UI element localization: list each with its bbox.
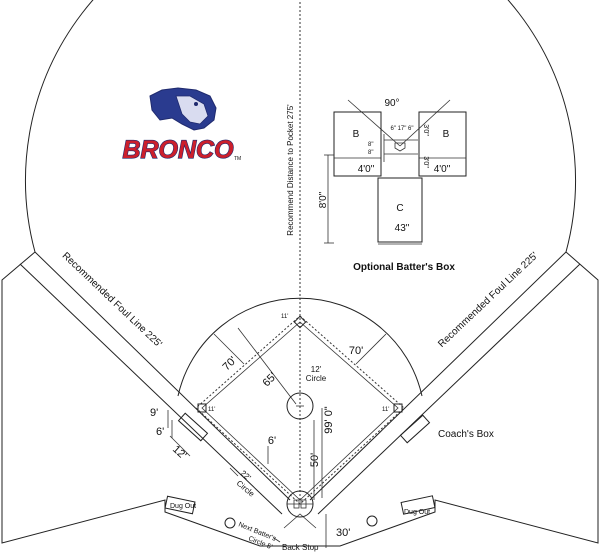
logo-trademark: TM xyxy=(234,156,241,162)
dim-6in-b: 6" xyxy=(408,126,413,132)
logo-wordmark: BRONCO xyxy=(122,136,234,164)
batters-box-b-right xyxy=(418,111,467,177)
dist-65: 65' xyxy=(261,371,280,390)
box-b-left-label: B xyxy=(353,129,360,140)
base-top-label: 11' xyxy=(281,314,288,320)
next-batter-circle-left xyxy=(224,517,236,529)
batters-box-inset: 90° B B C 6" 17" 6" 8" 8" 3'0" 3'0" 4'0"… xyxy=(318,98,467,273)
third-base xyxy=(197,403,207,413)
dim-8in-a: 8" xyxy=(368,142,373,148)
dist-6-side: 6' xyxy=(156,426,164,438)
home-plate-small xyxy=(394,142,406,152)
dim-4ft-right: 4'0" xyxy=(434,164,451,175)
dim-43in: 43" xyxy=(395,223,410,234)
dugout-left xyxy=(164,495,196,515)
pitchers-circle xyxy=(286,392,314,420)
center-line-label: Recommend Distance to Pocket 275' xyxy=(286,104,295,236)
catchers-box-c xyxy=(377,177,423,243)
right-coach-box xyxy=(399,414,431,444)
dist-70-left: 70' xyxy=(221,355,240,374)
dist-12-side: 12' xyxy=(170,443,189,462)
base-path-outer xyxy=(201,321,399,501)
batters-box-b-left xyxy=(333,111,382,177)
back-stop-label: Back Stop xyxy=(282,543,319,552)
dist-6: 6' xyxy=(268,435,276,447)
circle-22-word: Circle xyxy=(235,479,257,499)
dugout-right xyxy=(400,495,436,515)
foul-line-left-inner xyxy=(19,263,283,515)
dim-8ft: 8'0" xyxy=(318,191,329,208)
dugout-right-label: Dug Out xyxy=(404,509,430,516)
dim-8in-b: 8" xyxy=(368,150,373,156)
dist-9: 9' xyxy=(150,407,158,419)
foul-line-left-outer xyxy=(34,251,291,501)
second-base xyxy=(293,315,307,329)
dist-70-right: 70' xyxy=(349,345,363,357)
base-right-label: 11' xyxy=(382,407,389,413)
dist-30: 30' xyxy=(336,527,350,539)
base-left-label: 11' xyxy=(208,407,215,413)
left-coach-box: 9' 6' 12' xyxy=(150,407,209,462)
circle-12-number: 12' xyxy=(311,365,322,374)
dist-99: 99' 0" xyxy=(323,406,335,434)
horse-head-icon xyxy=(149,87,217,131)
dist-50: 50' xyxy=(309,453,321,467)
coaches-box-label: Coach's Box xyxy=(438,429,494,440)
foul-line-right-inner xyxy=(317,263,581,515)
bronco-logo: BRONCO TM xyxy=(122,87,241,165)
next-batter-circle-right xyxy=(366,515,378,527)
dim-6in-a: 6" xyxy=(391,126,396,132)
box-b-right-label: B xyxy=(443,129,450,140)
foul-line-right-outer xyxy=(309,251,567,501)
dim-3ft-mid: 3'0" xyxy=(422,156,429,168)
dugout-left-label: Dug Out xyxy=(170,503,196,510)
circle-12-word: Circle xyxy=(306,374,327,383)
angle-label: 90° xyxy=(384,98,399,109)
dim-3ft-top: 3'0" xyxy=(422,124,429,136)
dim-4ft-left: 4'0" xyxy=(358,164,375,175)
batters-box-title: Optional Batter's Box xyxy=(353,262,455,273)
dim-17in: 17" xyxy=(398,126,407,132)
box-c-label: C xyxy=(396,203,403,214)
infield-arc xyxy=(177,297,423,397)
first-base xyxy=(393,403,403,413)
foul-line-left-label: Recommended Foul Line 225' xyxy=(60,250,164,350)
